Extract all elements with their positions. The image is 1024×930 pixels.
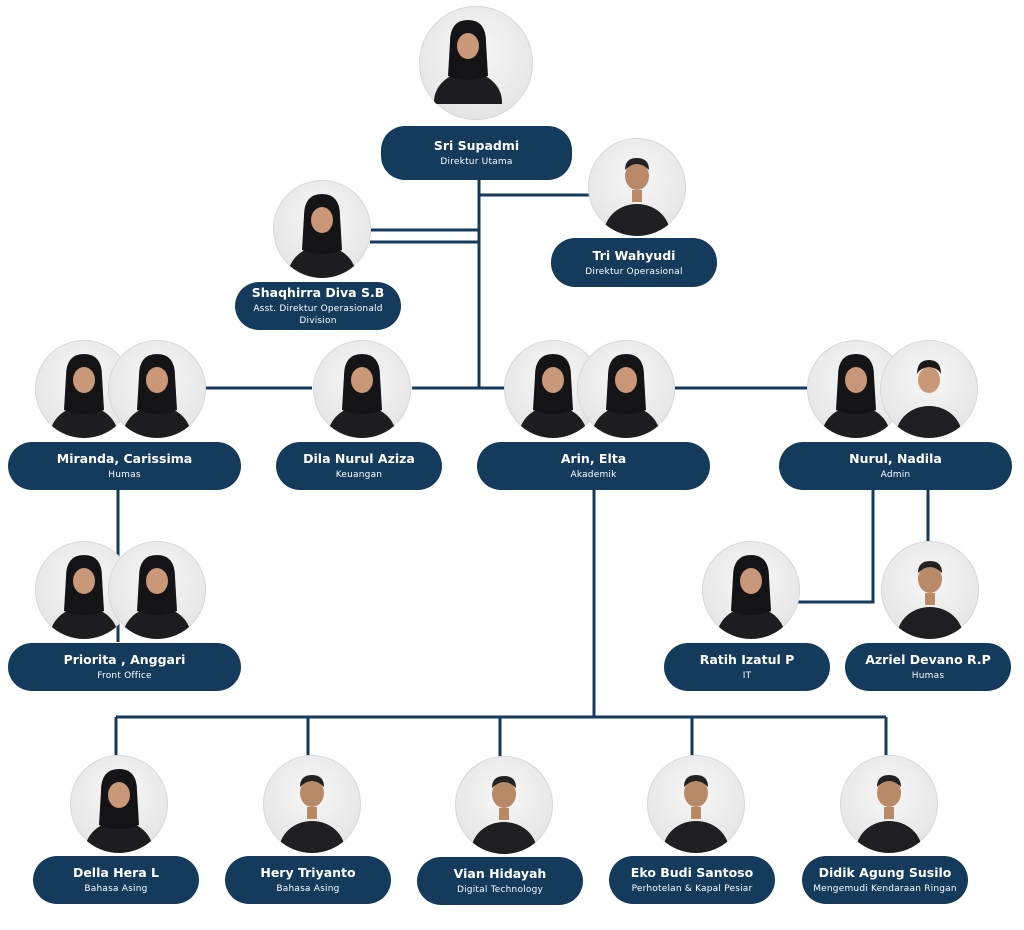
node-name: Nurul, Nadila xyxy=(849,451,942,466)
node-role: Keuangan xyxy=(335,470,383,480)
node-role: Bahasa Asing xyxy=(84,884,148,894)
person-photo xyxy=(702,541,800,639)
person-photo xyxy=(263,755,361,853)
node-name: Miranda, Carissima xyxy=(56,451,193,466)
node-role: Mengemudi Kendaraan Ringan xyxy=(813,884,957,894)
node-role: Humas xyxy=(911,671,945,681)
node-name: Shaqhirra Diva S.B xyxy=(251,285,385,300)
connector-staff-bus xyxy=(114,715,888,758)
node-role: Front Office xyxy=(97,671,152,681)
person-photo xyxy=(273,180,371,278)
node-name: Didik Agung Susilo xyxy=(818,865,952,880)
node-name: Arin, Elta xyxy=(560,451,627,466)
node-name: Priorita , Anggari xyxy=(63,652,186,667)
node-role: Digital Technology xyxy=(456,885,544,895)
person-photo xyxy=(588,138,686,236)
node-name: Azriel Devano R.P xyxy=(865,652,991,667)
node-role: Asst. Direktur Operasionald Division xyxy=(253,304,383,326)
person-photo xyxy=(647,755,745,853)
person-photo xyxy=(70,755,168,853)
person-photo xyxy=(881,541,979,639)
person-photo xyxy=(840,755,938,853)
node-name: Dila Nurul Aziza xyxy=(303,451,415,466)
person-photo xyxy=(455,756,553,854)
node-name: Tri Wahyudi xyxy=(592,247,676,263)
node-role: Akademik xyxy=(570,470,617,480)
node-role: Humas xyxy=(108,470,141,480)
node-name: Vian Hidayah xyxy=(453,866,547,881)
node-role: Perhotelan & Kapal Pesiar xyxy=(631,884,753,894)
person-photo xyxy=(108,541,206,639)
node-name: Sri Supadmi xyxy=(433,138,520,153)
person-photo xyxy=(880,340,978,438)
node-role: IT xyxy=(742,671,752,681)
connector-admin-it xyxy=(798,490,875,604)
person-photo xyxy=(108,340,206,438)
person-photo xyxy=(504,340,602,438)
person-photo xyxy=(419,6,533,120)
node-name: Ratih Izatul P xyxy=(699,652,795,667)
person-photo xyxy=(577,340,675,438)
node-role: Direktur Operasional xyxy=(585,266,683,277)
person-photo xyxy=(313,340,411,438)
node-name: Della Hera L xyxy=(72,865,160,880)
node-role: Direktur Utama xyxy=(440,157,513,167)
node-role: Admin xyxy=(880,470,911,480)
node-name: Hery Triyanto xyxy=(260,865,356,880)
node-role: Bahasa Asing xyxy=(276,884,340,894)
node-name: Eko Budi Santoso xyxy=(630,865,754,880)
